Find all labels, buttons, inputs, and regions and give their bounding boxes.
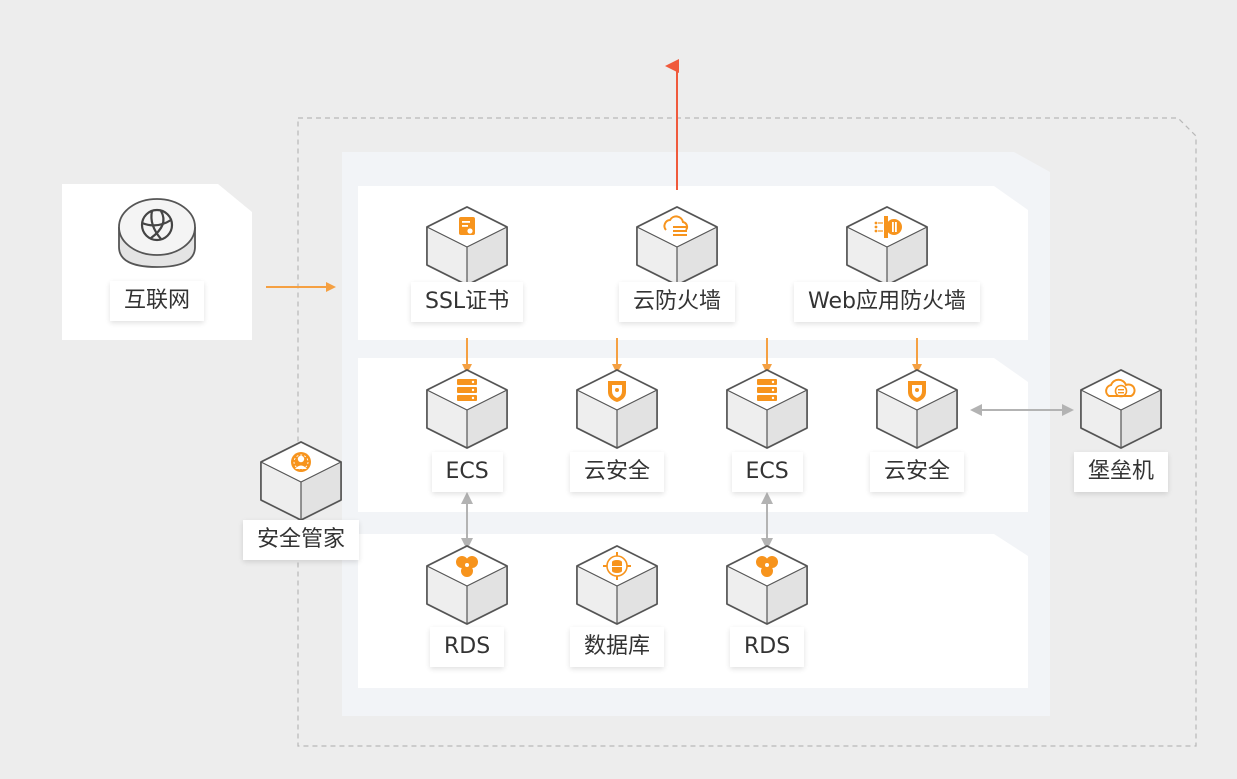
edge-service-node-label: SSL证书 [411, 282, 524, 322]
compute-node-label: 云安全 [870, 452, 965, 492]
shield-icon [876, 369, 958, 449]
database-icon [576, 545, 658, 625]
waf-icon [846, 206, 928, 286]
globe-device-icon [118, 198, 196, 268]
shield-icon [608, 381, 626, 402]
rds-icon [426, 545, 508, 625]
waf-icon [874, 216, 902, 238]
data-tier-panel [358, 534, 1028, 688]
rds-icon [456, 556, 478, 577]
bastion-node-label: 堡垒机 [1074, 452, 1169, 492]
data-node-label: RDS [730, 627, 805, 667]
database-icon [603, 552, 631, 580]
server-icon [757, 379, 777, 401]
rds-icon [726, 545, 808, 625]
compute-node-label: 云安全 [570, 452, 665, 492]
compute-node-label: ECS [431, 452, 503, 492]
cloud-swap-icon [1080, 369, 1162, 449]
rds-icon [756, 556, 778, 577]
data-node-label: RDS [430, 627, 505, 667]
shield-icon [576, 369, 658, 449]
edge-service-node-label: Web应用防火墙 [794, 282, 980, 322]
certificate-icon [426, 206, 508, 286]
edge-service-node-label: 云防火墙 [619, 282, 736, 322]
compute-tier-panel [358, 358, 1028, 512]
server-icon [726, 369, 808, 449]
globe-icon [140, 208, 174, 242]
server-icon [457, 379, 477, 401]
data-node-label: 数据库 [570, 627, 665, 667]
security-manager-node-label: 安全管家 [243, 520, 360, 560]
cloud-swap-icon [1105, 378, 1136, 398]
internet-label: 互联网 [110, 281, 205, 321]
server-icon [426, 369, 508, 449]
cloud-firewall-icon [636, 206, 718, 286]
shield-person-icon [291, 452, 311, 472]
shield-icon [908, 381, 926, 402]
certificate-icon [459, 217, 475, 235]
compute-node-label: ECS [731, 452, 803, 492]
cloud-firewall-icon [663, 215, 689, 236]
shield-person-icon [260, 441, 342, 521]
vpc-boundary [297, 117, 1197, 747]
